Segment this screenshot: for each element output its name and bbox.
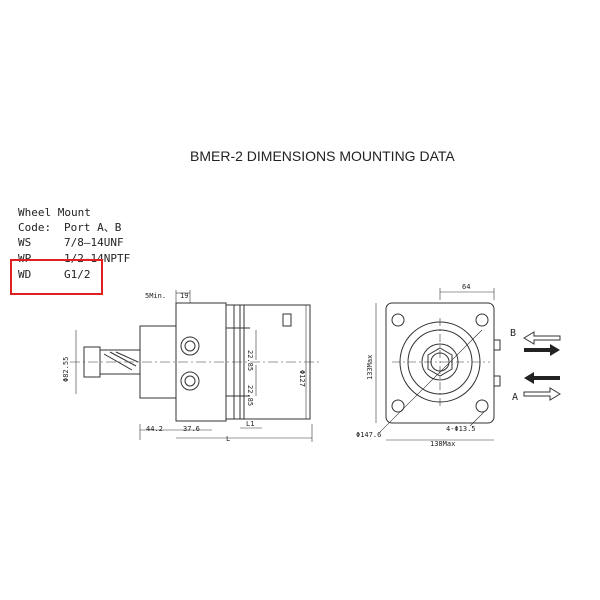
- header-port: Port A、B: [64, 221, 122, 234]
- dim-22-85-bottom: 22.85: [246, 385, 254, 406]
- shaft-nut-hex: [427, 347, 453, 377]
- front-view: [375, 288, 501, 441]
- arrow-in-hollow-icon: [523, 331, 561, 345]
- header-wheel-mount: Wheel Mount: [18, 206, 91, 219]
- bolt-hole: [391, 313, 405, 327]
- header-code: Code:: [18, 221, 52, 234]
- dim-37-6: 37.6: [183, 425, 200, 433]
- dim-bolt-circle: Φ147.6: [356, 431, 381, 439]
- port-cell: 1/2—14NPTF: [64, 252, 131, 265]
- dim-44-2: 44.2: [146, 425, 163, 433]
- side-view: [70, 290, 320, 442]
- bolt-head: [282, 313, 292, 327]
- side-view-labels: 5Min. 19 22.85 22.85 Φ82.55 Φ127 44.2 37…: [62, 292, 306, 443]
- dim-64: 64: [462, 283, 470, 291]
- dim-l: L: [226, 435, 230, 443]
- dim-22-85-top: 22.85: [246, 350, 254, 371]
- port-cell: 7/8—14UNF: [64, 236, 124, 249]
- port-a-circle: [180, 371, 200, 391]
- flow-arrows: B A: [510, 328, 561, 403]
- port-a-label: A: [512, 392, 518, 403]
- dim-shaft-dia: Φ82.55: [62, 357, 70, 382]
- dim-body-dia: Φ127: [298, 370, 306, 387]
- port-cell: G1/2: [64, 268, 91, 281]
- flange-plate: [385, 302, 495, 424]
- dim-138max: 138Max: [430, 440, 455, 448]
- port-code-table: Wheel Mount Code: Port A、B WS 7/8—14UNF …: [18, 205, 130, 283]
- dim-holes: 4-Φ13.5: [446, 425, 476, 433]
- bolt-hole: [391, 399, 405, 413]
- arrow-in-solid-icon: [524, 372, 560, 384]
- dim-133max: 133Max: [366, 355, 374, 380]
- front-view-labels: 64 133Max Φ147.6 4-Φ13.5 138Max: [356, 283, 476, 448]
- bolt-hole: [475, 399, 489, 413]
- code-cell: WP: [18, 252, 32, 265]
- shaft: [99, 349, 141, 375]
- table-row: WD G1/2: [18, 267, 130, 283]
- table-header-2: Code: Port A、B: [18, 220, 130, 235]
- arrow-out-solid-icon: [524, 344, 560, 356]
- wd-highlight-box: [10, 259, 103, 295]
- port-b-circle: [180, 336, 200, 356]
- table-row: WP 1/2—14NPTF: [18, 251, 130, 267]
- code-cell: WS: [18, 236, 32, 249]
- page-title: BMER-2 DIMENSIONS MOUNTING DATA: [190, 148, 455, 164]
- arrow-out-hollow-icon: [523, 387, 561, 401]
- table-row: WS 7/8—14UNF: [18, 235, 130, 251]
- dim-min2: 19: [180, 292, 188, 300]
- port-b-label: B: [510, 328, 516, 339]
- dim-l1: L1: [246, 420, 254, 428]
- code-cell: WD: [18, 268, 32, 281]
- dim-min: 5Min.: [145, 292, 166, 300]
- table-header-1: Wheel Mount: [18, 205, 130, 220]
- bolt-hole: [475, 313, 489, 327]
